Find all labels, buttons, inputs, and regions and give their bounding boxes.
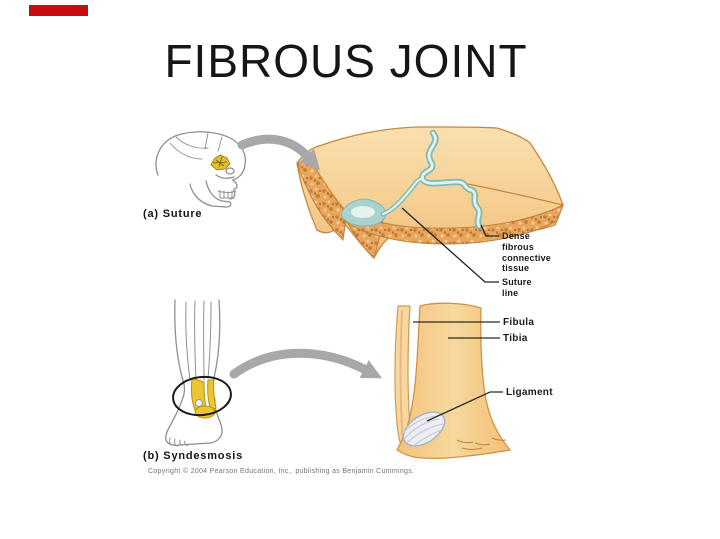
arrow-b xyxy=(229,348,383,379)
suture-line-graphic xyxy=(340,129,483,230)
label-tibia: Tibia xyxy=(503,333,528,344)
ligament-graphic xyxy=(402,411,446,449)
figure-a-caption: (a) Suture xyxy=(143,208,203,220)
label-fibula: Fibula xyxy=(503,317,535,328)
suture-highlight xyxy=(210,154,231,171)
ankle-circle-annotation xyxy=(172,375,232,417)
spongy-bone-texture xyxy=(296,161,564,259)
figure-a-leader-lines xyxy=(401,207,499,283)
highlighted-ankle-bones xyxy=(190,377,217,419)
suture-block-illustration xyxy=(296,126,564,283)
arrow-a xyxy=(237,134,320,171)
tibia-fibula-illustration xyxy=(394,302,512,460)
copyright-text: Copyright © 2004 Pearson Education, Inc.… xyxy=(148,468,415,475)
leg-ankle-illustration xyxy=(165,299,232,447)
slide-title: FIBROUS JOINT xyxy=(164,35,528,87)
label-ligament: Ligament xyxy=(506,387,553,398)
label-dense-fibrous: Dense fibrous connective tissue xyxy=(502,231,552,274)
label-suture-line: Suture line xyxy=(502,277,532,298)
figure-b-caption: (b) Syndesmosis xyxy=(143,450,244,462)
red-marker xyxy=(29,5,88,16)
skull-illustration xyxy=(155,131,247,208)
figure-b-leader-lines xyxy=(413,321,503,422)
